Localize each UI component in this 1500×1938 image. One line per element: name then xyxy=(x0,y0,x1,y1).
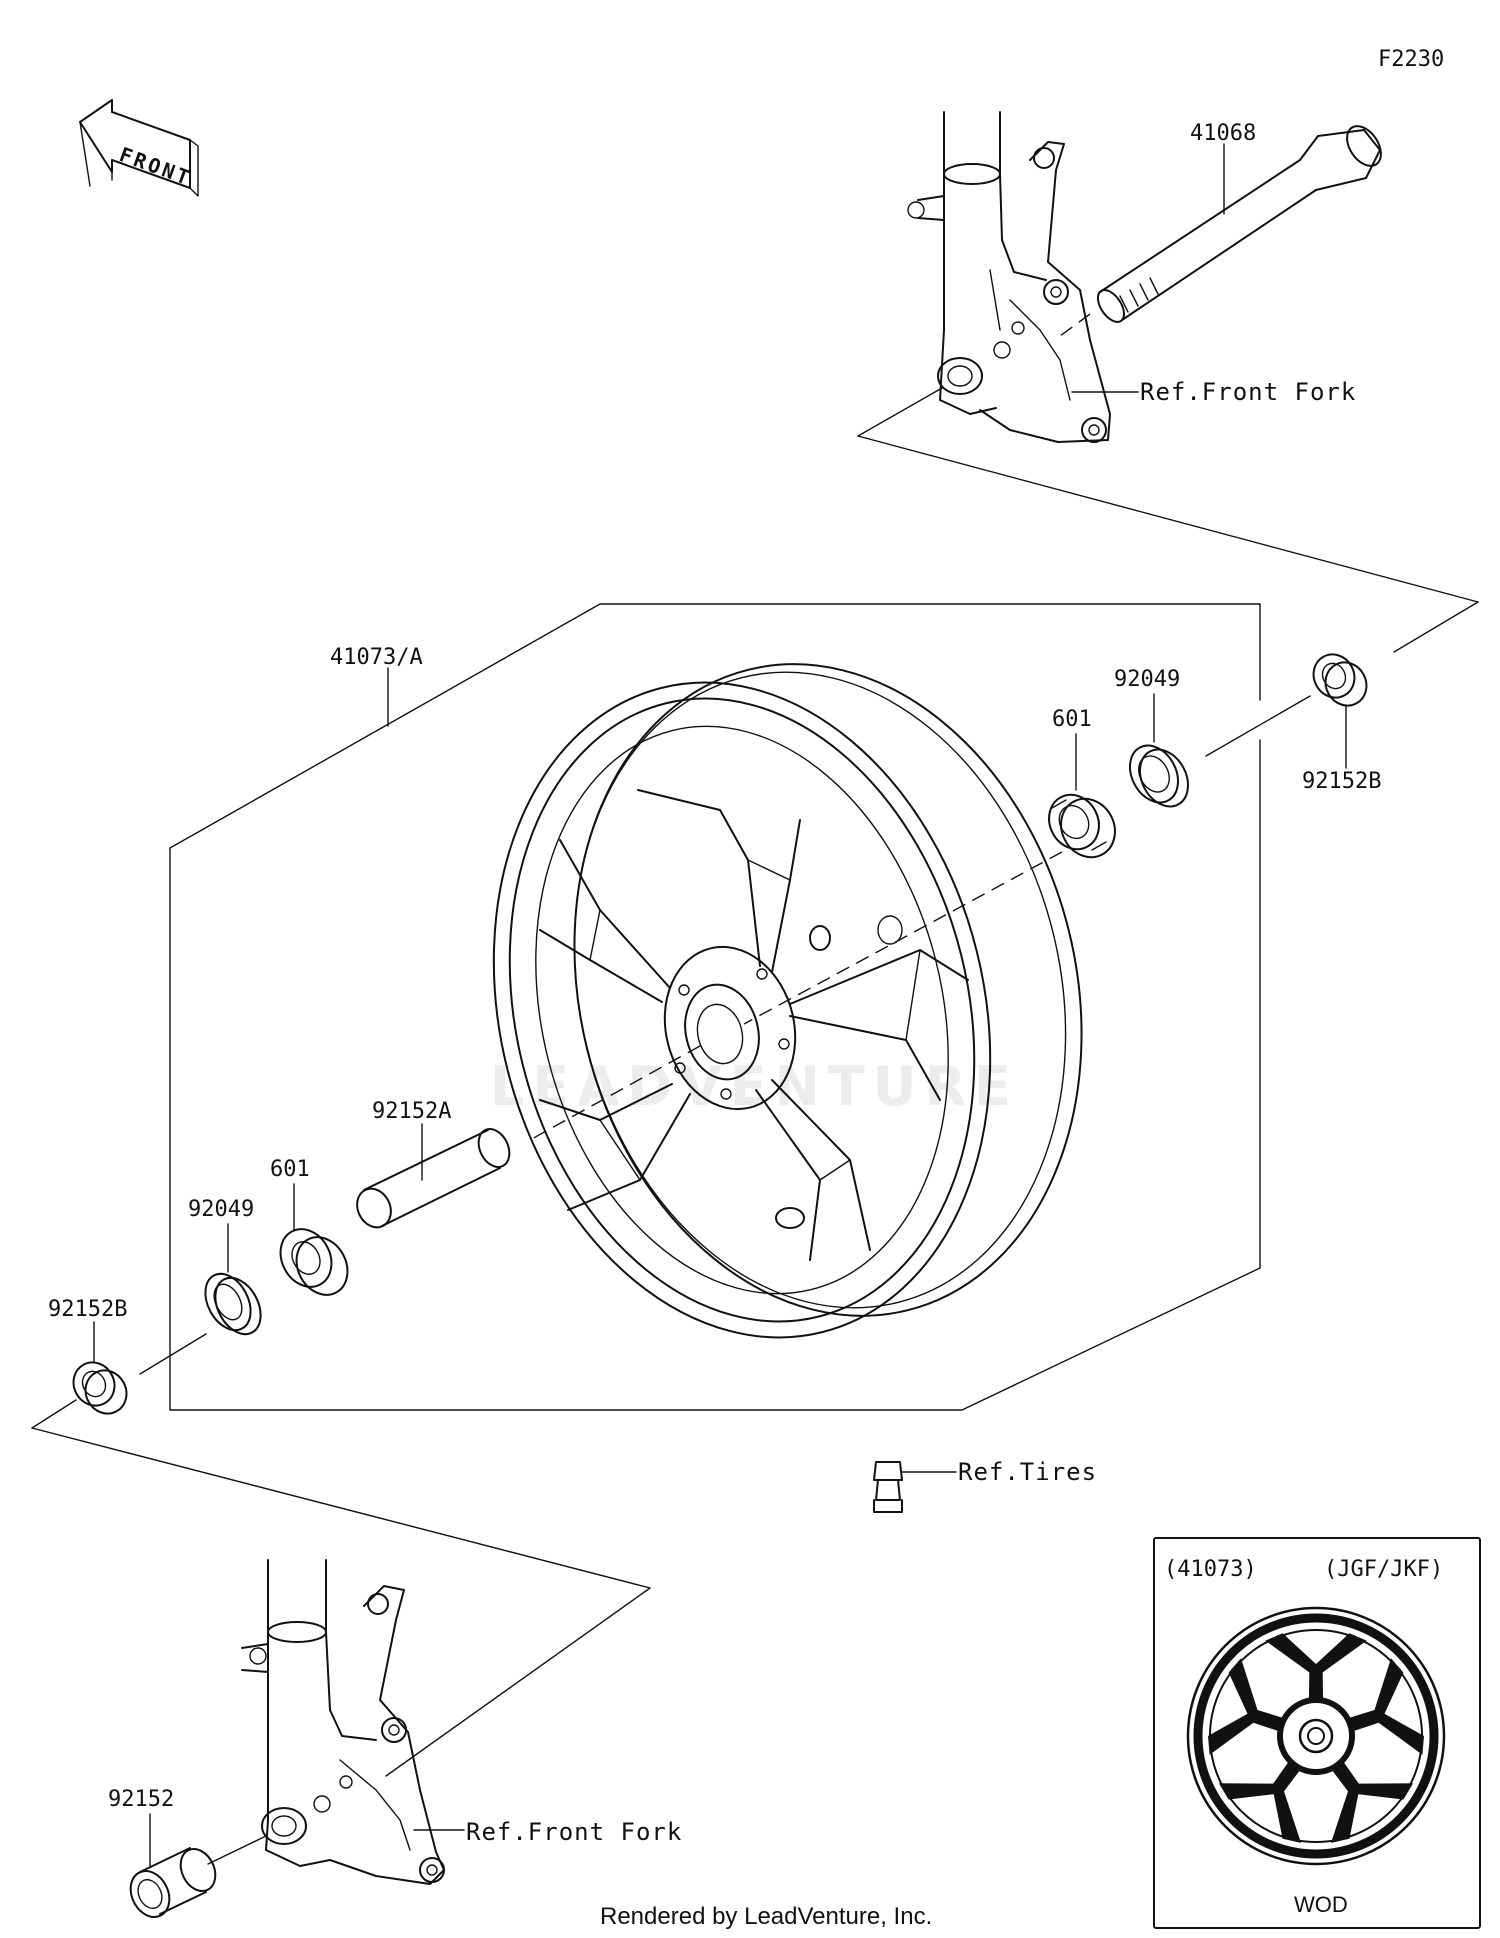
inset-spoke-icon xyxy=(1345,1658,1424,1755)
collar-upper-part-number: 92152B xyxy=(1302,769,1381,794)
collar-lower-part-number: 92152B xyxy=(48,1297,127,1322)
inset-spoke-hole-icon xyxy=(1394,1706,1401,1713)
diagram-code: F2230 xyxy=(1378,47,1444,72)
bearing-lower xyxy=(279,1228,349,1296)
front-arrow-icon: FRONT xyxy=(79,99,199,197)
front-arrow-label: FRONT xyxy=(116,142,195,190)
watermark-text: LEADVENTURE xyxy=(490,1055,1019,1118)
inset-part-number: (41073) xyxy=(1164,1557,1257,1582)
distance-collar xyxy=(356,1128,511,1229)
inset-spoke-hole-icon xyxy=(1262,1802,1269,1809)
footer-credit: Rendered by LeadVenture, Inc. xyxy=(600,1903,932,1930)
ref-tires-label: Ref.Tires xyxy=(958,1458,1097,1486)
bearing-lower-part-number: 601 xyxy=(270,1157,310,1182)
inset-panel: (41073) (JGF/JKF) WOD xyxy=(1153,1537,1481,1929)
ref-front-fork-upper-label: Ref.Front Fork xyxy=(1140,378,1356,406)
valve-stem-icon xyxy=(873,1461,957,1513)
collar-fork-part-number: 92152 xyxy=(108,1787,174,1812)
seal-lower-part-number: 92049 xyxy=(188,1197,254,1222)
collar-lower xyxy=(72,1333,207,1415)
inset-spoke-hole-icon xyxy=(1363,1802,1370,1809)
inset-spoke-icon xyxy=(1265,1633,1367,1703)
inset-spoke-icon xyxy=(1329,1758,1414,1843)
front-fork-lower xyxy=(241,1559,465,1885)
oil-seal-upper xyxy=(1129,744,1189,808)
oil-seal-lower xyxy=(204,1272,262,1336)
collar-fork xyxy=(129,1835,267,1918)
inset-color-code: WOD xyxy=(1294,1892,1348,1917)
inset-spoke-hole-icon xyxy=(1231,1706,1238,1713)
ref-front-fork-lower-label: Ref.Front Fork xyxy=(466,1818,682,1846)
collar-upper xyxy=(1205,653,1368,757)
front-axle xyxy=(1059,125,1382,337)
inset-spoke-icon xyxy=(1208,1658,1287,1755)
inset-variant: (JGF/JKF) xyxy=(1324,1557,1443,1582)
inset-spoke-hole-icon xyxy=(1313,1647,1319,1653)
bearing-upper xyxy=(1048,793,1116,859)
bearing-upper-part-number: 601 xyxy=(1052,707,1092,732)
wheel-assy-part-number: 41073/A xyxy=(330,645,423,670)
seal-upper-part-number: 92049 xyxy=(1114,667,1180,692)
axle-part-number: 41068 xyxy=(1190,121,1256,146)
front-wheel xyxy=(492,663,1083,1339)
inset-spoke-icon xyxy=(1218,1758,1303,1843)
inset-wheel-icon xyxy=(1186,1606,1446,1866)
front-fork-upper xyxy=(907,111,1139,443)
spacer-part-number: 92152A xyxy=(372,1099,451,1124)
